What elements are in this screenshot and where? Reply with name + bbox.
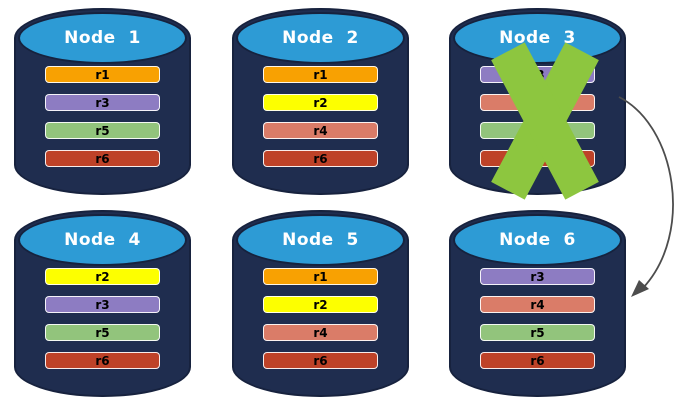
node-6: Node 6 r3 r4 r5 r6 [449,210,626,397]
replica-bar: r3 [45,296,160,313]
replica-bar: r5 [480,324,595,341]
cylinder-top: Node 2 [236,12,405,64]
replica-bar: r6 [263,352,378,369]
replica-bar: r2 [263,94,378,111]
node-title: Node 2 [282,28,359,48]
node-1: Node 1 r1 r3 r5 r6 [14,8,191,195]
replica-list: r1 r2 r4 r6 [263,268,378,369]
replica-bar: r1 [45,66,160,83]
replica-bar: r2 [263,296,378,313]
replica-bar: r6 [45,352,160,369]
replica-list: r3 r4 r5 r6 [480,66,595,167]
node-title: Node 3 [499,28,576,48]
replica-bar: r6 [263,150,378,167]
cylinder-top: Node 6 [453,214,622,266]
node-5: Node 5 r1 r2 r4 r6 [232,210,409,397]
node-title: Node 4 [64,230,141,250]
replica-bar: r3 [480,268,595,285]
replica-bar: r1 [263,66,378,83]
node-2: Node 2 r1 r2 r4 r6 [232,8,409,195]
arrow-head-icon [631,280,649,297]
node-3: Node 3 r3 r4 r5 r6 [449,8,626,195]
cylinder-top: Node 3 [453,12,622,64]
replica-list: r2 r3 r5 r6 [45,268,160,369]
replica-bar: r1 [263,268,378,285]
replica-list: r1 r3 r5 r6 [45,66,160,167]
replica-bar: r6 [480,150,595,167]
replica-bar: r3 [45,94,160,111]
replica-bar: r4 [263,324,378,341]
replica-bar: r4 [480,94,595,111]
replica-bar: r4 [480,296,595,313]
replica-bar: r5 [45,324,160,341]
arrow-curve [618,96,674,289]
cylinder-top: Node 5 [236,214,405,266]
node-4: Node 4 r2 r3 r5 r6 [14,210,191,397]
replica-bar: r6 [45,150,160,167]
node-title: Node 5 [282,230,359,250]
cylinder-top: Node 4 [18,214,187,266]
replica-list: r1 r2 r4 r6 [263,66,378,167]
replica-bar: r6 [480,352,595,369]
replica-bar: r5 [480,122,595,139]
replica-bar: r2 [45,268,160,285]
replica-bar: r4 [263,122,378,139]
replica-bar: r5 [45,122,160,139]
cylinder-top: Node 1 [18,12,187,64]
node-title: Node 6 [499,230,576,250]
replica-list: r3 r4 r5 r6 [480,268,595,369]
node-title: Node 1 [64,28,141,48]
replica-bar: r3 [480,66,595,83]
